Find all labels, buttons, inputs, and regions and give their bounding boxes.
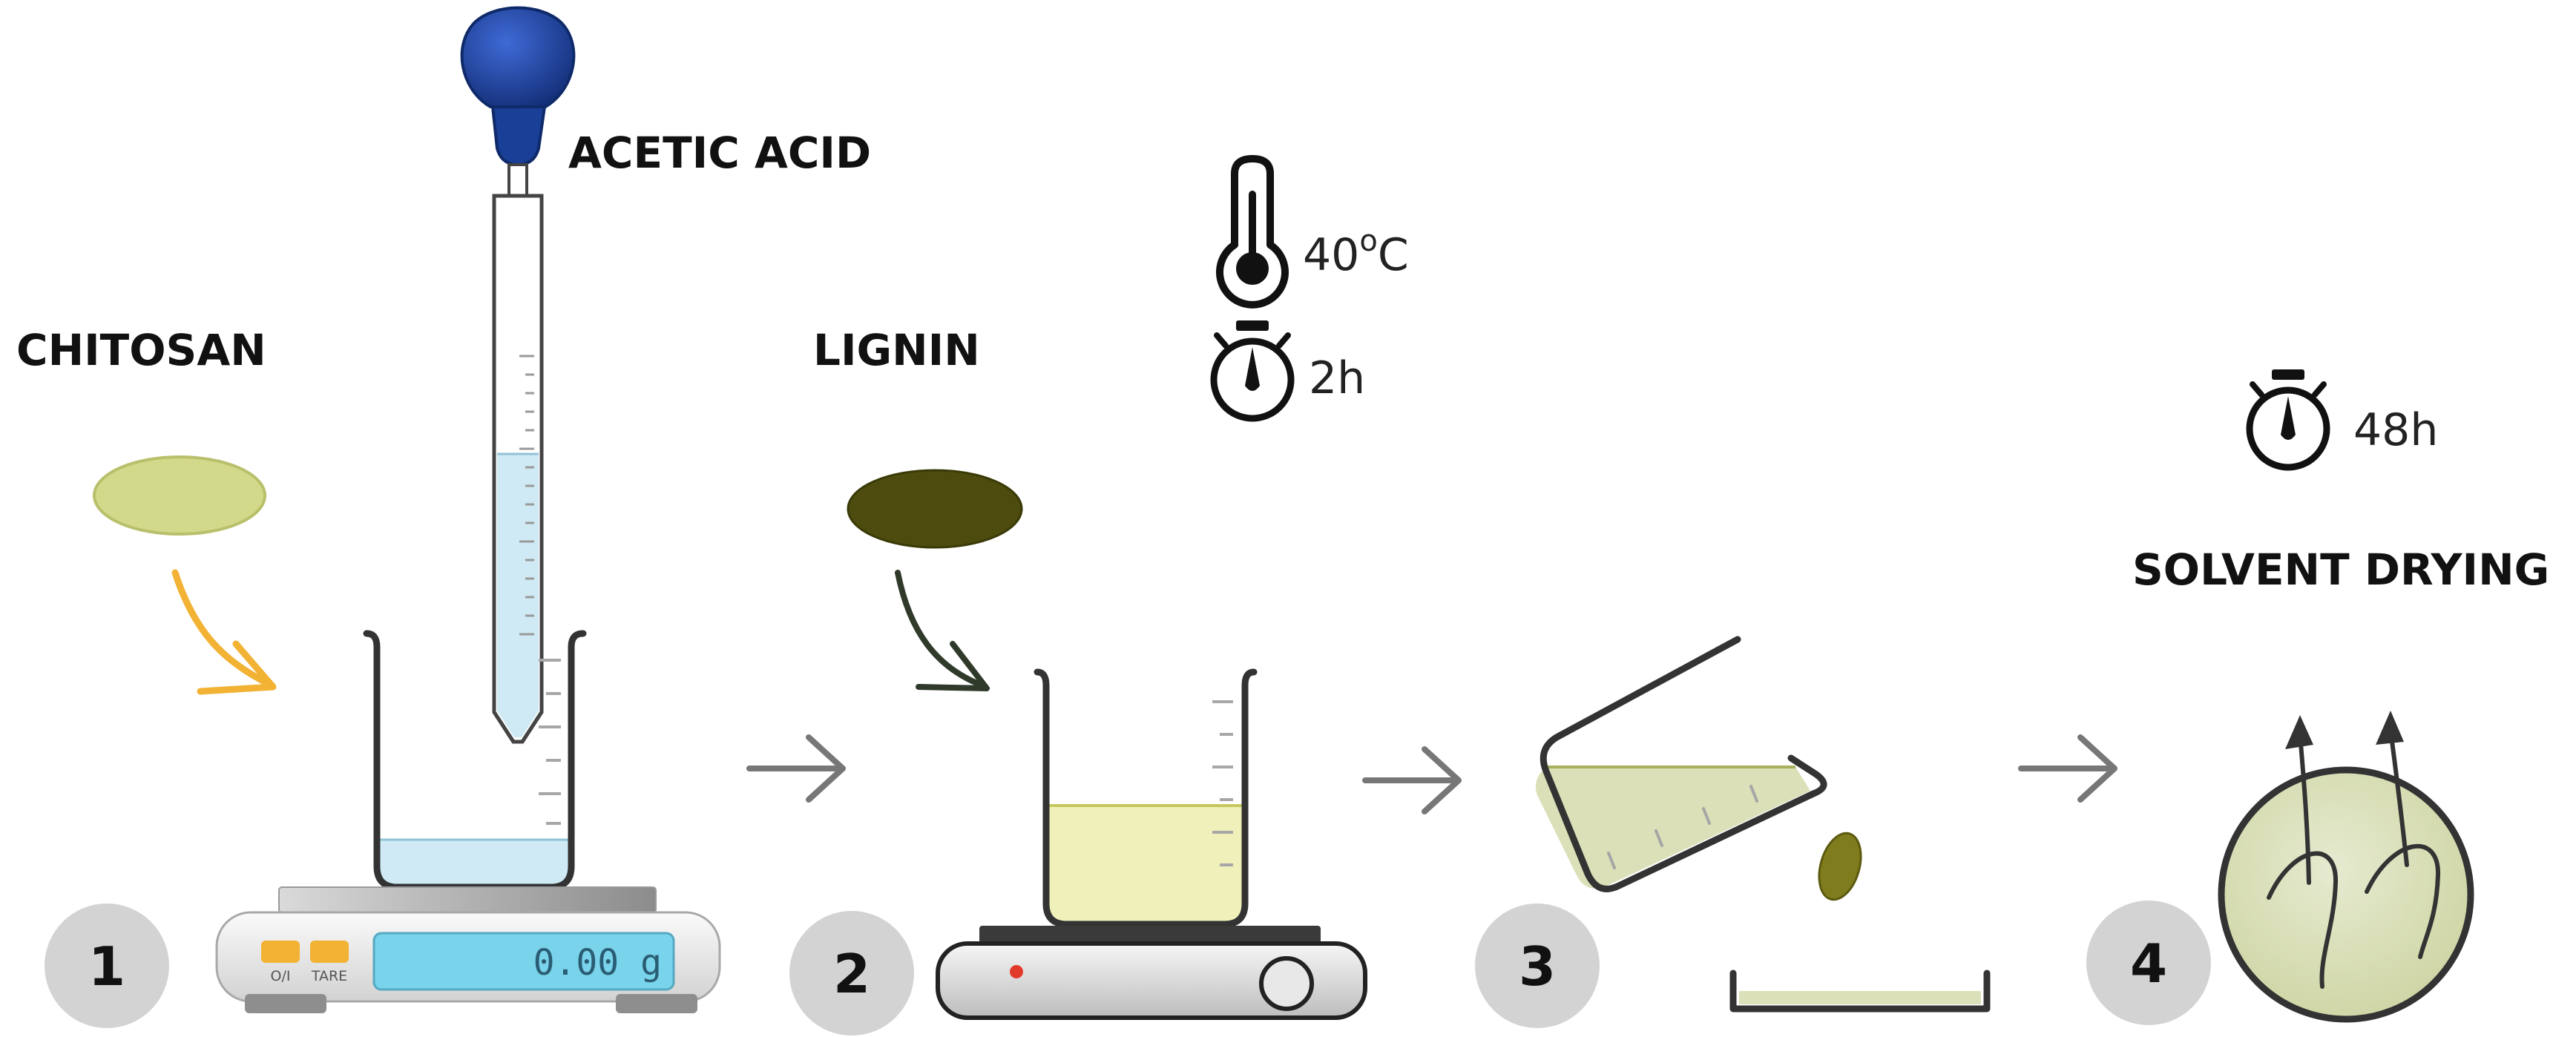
drying-time-label: 48h xyxy=(2353,404,2438,456)
balance-reading: 0.00 g xyxy=(533,942,662,984)
step-number-1: 1 xyxy=(88,935,125,998)
analytical-balance: O/I TARE 0.00 g xyxy=(215,886,721,1013)
lignin-label: LIGNIN xyxy=(813,325,980,375)
solvent-drying-label: SOLVENT DRYING xyxy=(2132,544,2549,595)
lignin-powder xyxy=(847,469,1023,549)
hot-plate-stirrer xyxy=(936,926,1367,1020)
arrow-right-icon xyxy=(2018,734,2117,803)
power-indicator-light xyxy=(1010,965,1023,978)
chitosan-curved-arrow xyxy=(171,569,277,695)
evaporation-arrow-icon xyxy=(2376,711,2404,745)
pouring-drop xyxy=(1818,832,1862,901)
on-off-button-label: O/I xyxy=(271,968,291,984)
petri-dish xyxy=(1729,969,1991,1013)
lignin-curved-arrow xyxy=(895,570,990,691)
on-off-button xyxy=(261,941,300,963)
step-number-2: 2 xyxy=(833,943,870,1005)
acetic-acid-label: ACETIC ACID xyxy=(568,128,871,178)
thermometer-icon xyxy=(1216,155,1289,309)
stopwatch-icon xyxy=(2246,369,2330,471)
step-badge-3: 3 xyxy=(1475,903,1600,1028)
arrow-right-icon xyxy=(746,734,846,803)
chitosan-powder xyxy=(93,455,266,536)
arrow-right-icon xyxy=(1362,746,1462,814)
step-number-3: 3 xyxy=(1519,935,1556,998)
drying-film xyxy=(2218,728,2474,1023)
stopwatch-icon xyxy=(1210,320,1295,422)
stir-time-label: 2h xyxy=(1309,352,1365,404)
acetic-acid-pipette xyxy=(460,6,576,744)
evaporation-arrow-icon xyxy=(2285,715,2313,749)
step-number-4: 4 xyxy=(2130,932,2167,995)
beaker-1 xyxy=(363,630,587,891)
tare-button-label: TARE xyxy=(311,968,347,984)
tare-button xyxy=(310,941,349,963)
step-badge-4: 4 xyxy=(2086,901,2211,1025)
chitosan-label: CHITOSAN xyxy=(16,325,266,375)
temperature-label: 40oC xyxy=(1303,224,1409,281)
pouring-beaker xyxy=(1535,636,1827,892)
balance-display xyxy=(372,932,675,991)
beaker-2 xyxy=(1034,668,1258,928)
stirrer-knob xyxy=(1259,956,1314,1011)
step-badge-1: 1 xyxy=(45,903,169,1028)
step-badge-2: 2 xyxy=(789,911,914,1036)
